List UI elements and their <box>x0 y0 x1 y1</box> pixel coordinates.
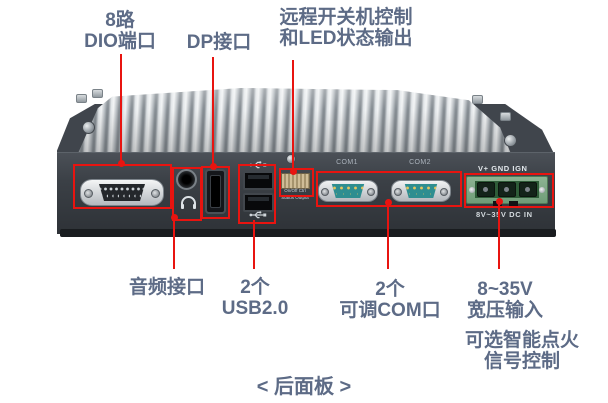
antenna-mount-screw <box>92 89 103 98</box>
callout-line-usb <box>253 220 255 269</box>
label-usb: 2个 USB2.0 <box>205 277 305 319</box>
callout-dot-dio <box>117 160 125 167</box>
audio-jack-port <box>176 169 197 190</box>
terminal-socket <box>519 182 538 197</box>
callout-dot-com <box>384 199 392 206</box>
label-usb-line2: USB2.0 <box>221 298 289 319</box>
callout-dot-power <box>495 198 503 205</box>
screw-hole <box>151 189 160 198</box>
terminal-screw <box>469 187 475 193</box>
antenna-mount-screw <box>472 95 483 104</box>
usb-icon <box>249 211 267 219</box>
screw-hole <box>440 188 448 196</box>
panel-screw-icon <box>82 121 95 134</box>
screw-hole <box>367 188 375 196</box>
screw-hole <box>321 188 329 196</box>
annotation-box-audio <box>172 167 202 221</box>
terminal-sockets <box>475 181 539 198</box>
status-output-label: Status Output <box>281 195 309 200</box>
panel-screw-icon <box>504 134 517 147</box>
callout-line-power <box>498 203 500 269</box>
callout-dot-remote <box>289 168 297 175</box>
usb-port <box>243 171 274 190</box>
annotation-box-dp <box>201 166 230 219</box>
usb-port <box>243 193 274 212</box>
screw-hole <box>394 188 402 196</box>
terminal-screw <box>539 187 545 193</box>
terminal-tab <box>509 201 518 207</box>
panel-screw-icon <box>286 154 296 164</box>
heatsink-fins <box>75 88 514 160</box>
power-terminal-block <box>466 176 548 204</box>
com1-label: COM1 <box>336 159 358 166</box>
db9-pin-insert <box>404 184 438 198</box>
label-dp: DP接口 <box>186 32 252 53</box>
label-power-line2: 宽压输入 <box>466 300 543 321</box>
callout-line-dp <box>212 57 214 166</box>
terminal-socket <box>497 182 516 197</box>
terminal-socket <box>476 182 495 197</box>
label-com: 2个 可调COM口 <box>330 279 450 321</box>
label-com-line1: 2个 <box>375 279 405 300</box>
callout-line-audio <box>173 217 175 269</box>
headphone-icon <box>181 196 196 209</box>
com2-db9-port <box>391 180 451 202</box>
dio-db15-port <box>80 179 164 206</box>
antenna-mount-screw <box>76 94 87 103</box>
label-dio-line1: 8路 <box>105 10 135 31</box>
annotation-box-onoff <box>279 168 314 197</box>
antenna-mount-screw <box>500 112 511 121</box>
annotation-box-com <box>316 171 462 207</box>
label-ignition-line2: 信号控制 <box>483 351 560 372</box>
com1-db9-port <box>318 180 378 202</box>
callout-dot-dp <box>209 163 217 170</box>
displayport-port <box>205 169 226 214</box>
callout-dot-audio <box>170 214 178 221</box>
label-remote-line1: 远程开关机控制 <box>279 7 413 28</box>
label-remote: 远程开关机控制 和LED状态输出 <box>266 7 426 49</box>
label-dio: 8路 DIO端口 <box>60 10 180 52</box>
db15-pin-insert <box>99 184 145 201</box>
db9-pin-insert <box>331 184 365 198</box>
label-ignition-line1: 可选智能点火 <box>464 330 579 351</box>
callout-line-dio <box>120 54 122 164</box>
label-ignition: 可选智能点火 信号控制 <box>436 330 608 372</box>
label-remote-line2: 和LED状态输出 <box>279 28 413 49</box>
power-pins-label: V+ GND IGN <box>478 164 528 173</box>
com2-label: COM2 <box>409 159 431 166</box>
label-power: 8~35V 宽压输入 <box>455 279 555 321</box>
power-input-label: 8V~35V DC IN <box>476 210 533 219</box>
panel-caption: < 后面板 > <box>256 376 352 398</box>
label-usb-line1: 2个 <box>240 277 270 298</box>
label-com-line2: 可调COM口 <box>339 300 441 321</box>
label-audio: 音频接口 <box>128 277 205 298</box>
callout-line-remote <box>292 60 294 171</box>
annotation-box-usb <box>238 164 276 224</box>
annotation-box-power <box>464 173 554 208</box>
label-power-line1: 8~35V <box>477 279 533 300</box>
label-dio-line2: DIO端口 <box>84 31 156 52</box>
screw-hole <box>84 189 93 198</box>
annotation-box-dio <box>73 164 172 209</box>
onoff-label: On/Off Ctrl <box>284 188 306 193</box>
chassis-base <box>60 229 556 237</box>
callout-line-com <box>387 203 389 269</box>
